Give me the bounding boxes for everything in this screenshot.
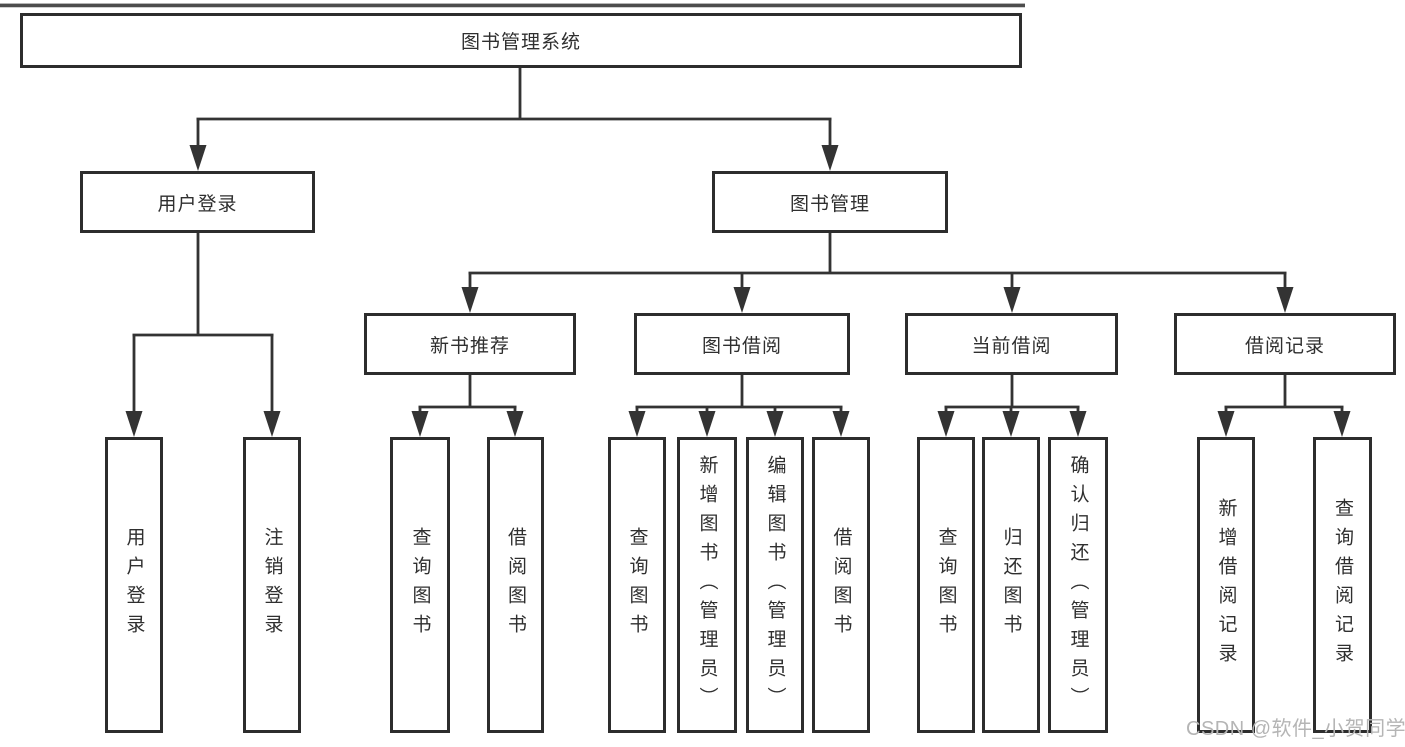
node-current-borrowing: 当前借阅 (905, 313, 1118, 375)
node-new-book-recommendation: 新书推荐 (364, 313, 576, 375)
node-query-books-borrowing-label: 查询图书 (626, 527, 648, 643)
node-user-login: 用户登录 (80, 171, 315, 233)
node-confirm-return-admin: 确认归还（管理员） (1048, 437, 1108, 733)
node-book-borrowing: 图书借阅 (634, 313, 850, 375)
node-book-management: 图书管理 (712, 171, 948, 233)
node-query-books-recommend: 查询图书 (390, 437, 450, 733)
node-borrowing-records: 借阅记录 (1174, 313, 1396, 375)
watermark-text: CSDN @软件_小贺同学 (1186, 718, 1405, 740)
node-book-management-label: 图书管理 (789, 193, 870, 215)
node-borrow-books-borrowing: 借阅图书 (812, 437, 870, 733)
node-borrow-books-recommend-label: 借阅图书 (505, 527, 526, 643)
node-user-login-label: 用户登录 (157, 193, 238, 215)
node-confirm-return-admin-label: 确认归还（管理员） (1067, 454, 1089, 716)
node-borrowing-records-label: 借阅记录 (1244, 335, 1325, 357)
arrowheads (125, 145, 1351, 437)
node-query-books-recommend-label: 查询图书 (409, 527, 431, 643)
node-user-login-leaf: 用户登录 (105, 437, 163, 733)
node-query-books-current-label: 查询图书 (935, 527, 957, 643)
node-borrow-books-recommend: 借阅图书 (487, 437, 544, 733)
node-query-books-borrowing: 查询图书 (608, 437, 666, 733)
node-query-borrow-record: 查询借阅记录 (1313, 437, 1372, 733)
node-add-books-admin: 新增图书（管理员） (677, 437, 737, 733)
node-add-borrow-record: 新增借阅记录 (1197, 437, 1255, 733)
node-add-books-admin-label: 新增图书（管理员） (696, 454, 718, 716)
node-new-book-recommendation-label: 新书推荐 (429, 335, 510, 357)
node-add-borrow-record-label: 新增借阅记录 (1215, 498, 1237, 672)
node-current-borrowing-label: 当前借阅 (971, 335, 1052, 357)
node-edit-books-admin: 编辑图书（管理员） (746, 437, 804, 733)
node-user-login-leaf-label: 用户登录 (123, 527, 145, 643)
node-return-books: 归还图书 (982, 437, 1040, 733)
node-edit-books-admin-label: 编辑图书（管理员） (764, 454, 786, 716)
node-logout-leaf: 注销登录 (243, 437, 301, 733)
node-borrow-books-borrowing-label: 借阅图书 (830, 527, 852, 643)
node-library-system-label: 图书管理系统 (460, 32, 581, 53)
node-query-borrow-record-label: 查询借阅记录 (1332, 498, 1353, 672)
node-return-books-label: 归还图书 (1000, 527, 1022, 643)
node-book-borrowing-label: 图书借阅 (701, 335, 782, 357)
node-query-books-current: 查询图书 (917, 437, 975, 733)
top-divider-line (0, 3, 1025, 8)
node-library-system: 图书管理系统 (20, 13, 1022, 68)
node-logout-leaf-label: 注销登录 (261, 527, 283, 643)
